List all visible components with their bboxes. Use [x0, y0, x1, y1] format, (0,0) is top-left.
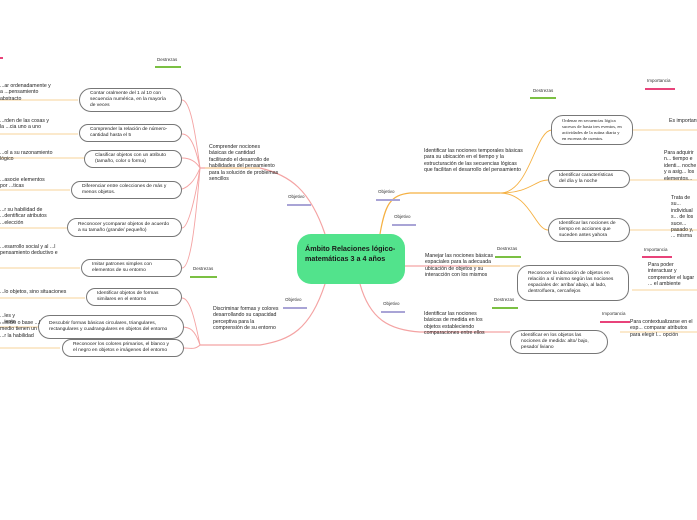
importance-text: ...inicio o base ...l medio tienen un ..…: [0, 320, 41, 339]
objetivo-underline: [376, 199, 400, 201]
skill-node[interactable]: Identificar características del día y la…: [548, 170, 630, 188]
importancia-label: Importancia: [647, 78, 671, 83]
skill-node[interactable]: Descubrir formas básicas circulares, tri…: [38, 315, 184, 339]
importancia-underline: [0, 57, 3, 59]
importancia-underline: [600, 321, 630, 323]
objetivo-underline: [287, 204, 311, 206]
destrezas-label: Destrezas: [533, 88, 554, 93]
destrezas-label: Destrezas: [497, 246, 518, 251]
destrezas-label: Destrezas: [193, 266, 214, 271]
importance-text: Para poder interactuar y comprender el l…: [648, 262, 695, 288]
importance-text: ...ol a su razonamiento lógico: [0, 150, 53, 163]
importance-text: Para contextualizarse en el esp... compa…: [630, 319, 693, 338]
importance-text: ...esarrollo social y al ...l pensamient…: [0, 244, 58, 257]
destrezas-underline: [530, 97, 556, 99]
objetivo-label: Objetivo: [288, 194, 305, 199]
central-topic[interactable]: Ámbito Relaciones lógico-matemáticas 3 a…: [297, 234, 405, 284]
skill-node[interactable]: Comprender la relación de número-cantida…: [79, 124, 182, 142]
skill-node[interactable]: Identificar objetos de formas similares …: [86, 288, 182, 306]
skill-node[interactable]: Diferenciar entre colecciones de más y m…: [71, 181, 182, 199]
importance-text: ...lo objetos, sino situaciones: [0, 289, 67, 295]
objective-text[interactable]: Identificar las nociones temporales bási…: [424, 148, 523, 174]
skill-node[interactable]: Contar oralmente del 1 al 10 con secuenc…: [79, 88, 182, 112]
skill-node[interactable]: Reconocer los colores primarios, el blan…: [62, 339, 184, 357]
skill-node[interactable]: Clasificar objetos con un atributo (tama…: [84, 150, 182, 168]
importance-text: ...asocie elementos por ...ticas: [0, 177, 45, 190]
skill-node[interactable]: Imitar patrones simples con elementos de…: [81, 259, 182, 277]
skill-node[interactable]: Ordenar en secuencias lógica sucesos de …: [551, 115, 633, 145]
importance-text: ...ar ordenadamente y a ...pensamiento a…: [0, 83, 51, 102]
importance-text: ...les y ...iento: [0, 313, 16, 326]
skill-node[interactable]: Identificar en los objetos las nociones …: [510, 330, 608, 354]
importancia-label: Importancia: [602, 311, 626, 316]
destrezas-label: Destrezas: [157, 57, 178, 62]
objetivo-underline: [283, 307, 307, 309]
destrezas-underline: [495, 256, 521, 258]
objetivo-label: Objetivo: [378, 189, 395, 194]
importancia-underline: [642, 256, 672, 258]
destrezas-underline: [492, 307, 518, 309]
objetivo-label: Objetivo: [285, 297, 302, 302]
skill-node[interactable]: Reconocer ycomparar objetos de acuerdo a…: [67, 218, 182, 237]
destrezas-underline: [155, 66, 181, 68]
importance-text: Para adquirir n... tiempo e identi... no…: [664, 150, 697, 182]
importance-text: ...rden de las cosas y la ...cia uno a u…: [0, 118, 50, 131]
importance-text: ...r su habilidad de ...dentificar atrib…: [0, 207, 47, 226]
objective-text[interactable]: Discriminar formas y colores desarrollan…: [213, 306, 279, 332]
destrezas-label: Destrezas: [494, 297, 515, 302]
skill-node[interactable]: Reconocer la ubicación de objetos en rel…: [517, 265, 629, 301]
objective-text[interactable]: Comprender nociones básicas de cantidad …: [209, 144, 279, 183]
importance-text: Es importante ... aprenda el o... ocurre…: [669, 118, 697, 124]
objetivo-label: Objetivo: [394, 214, 411, 219]
objective-text[interactable]: Identificar las nociones básicas de medi…: [424, 311, 485, 337]
objetivo-label: Objetivo: [383, 301, 400, 306]
objetivo-underline: [381, 311, 405, 313]
importance-text: Trata de su... individual s... de los su…: [671, 195, 694, 240]
importancia-label: Importancia: [644, 247, 668, 252]
skill-node[interactable]: Identificar las nociones de tiempo en ac…: [548, 218, 630, 242]
destrezas-underline: [190, 276, 217, 278]
objective-text[interactable]: Manejar las nociones básicas espaciales …: [425, 253, 494, 279]
objetivo-underline: [392, 224, 416, 226]
importancia-underline: [645, 88, 675, 90]
